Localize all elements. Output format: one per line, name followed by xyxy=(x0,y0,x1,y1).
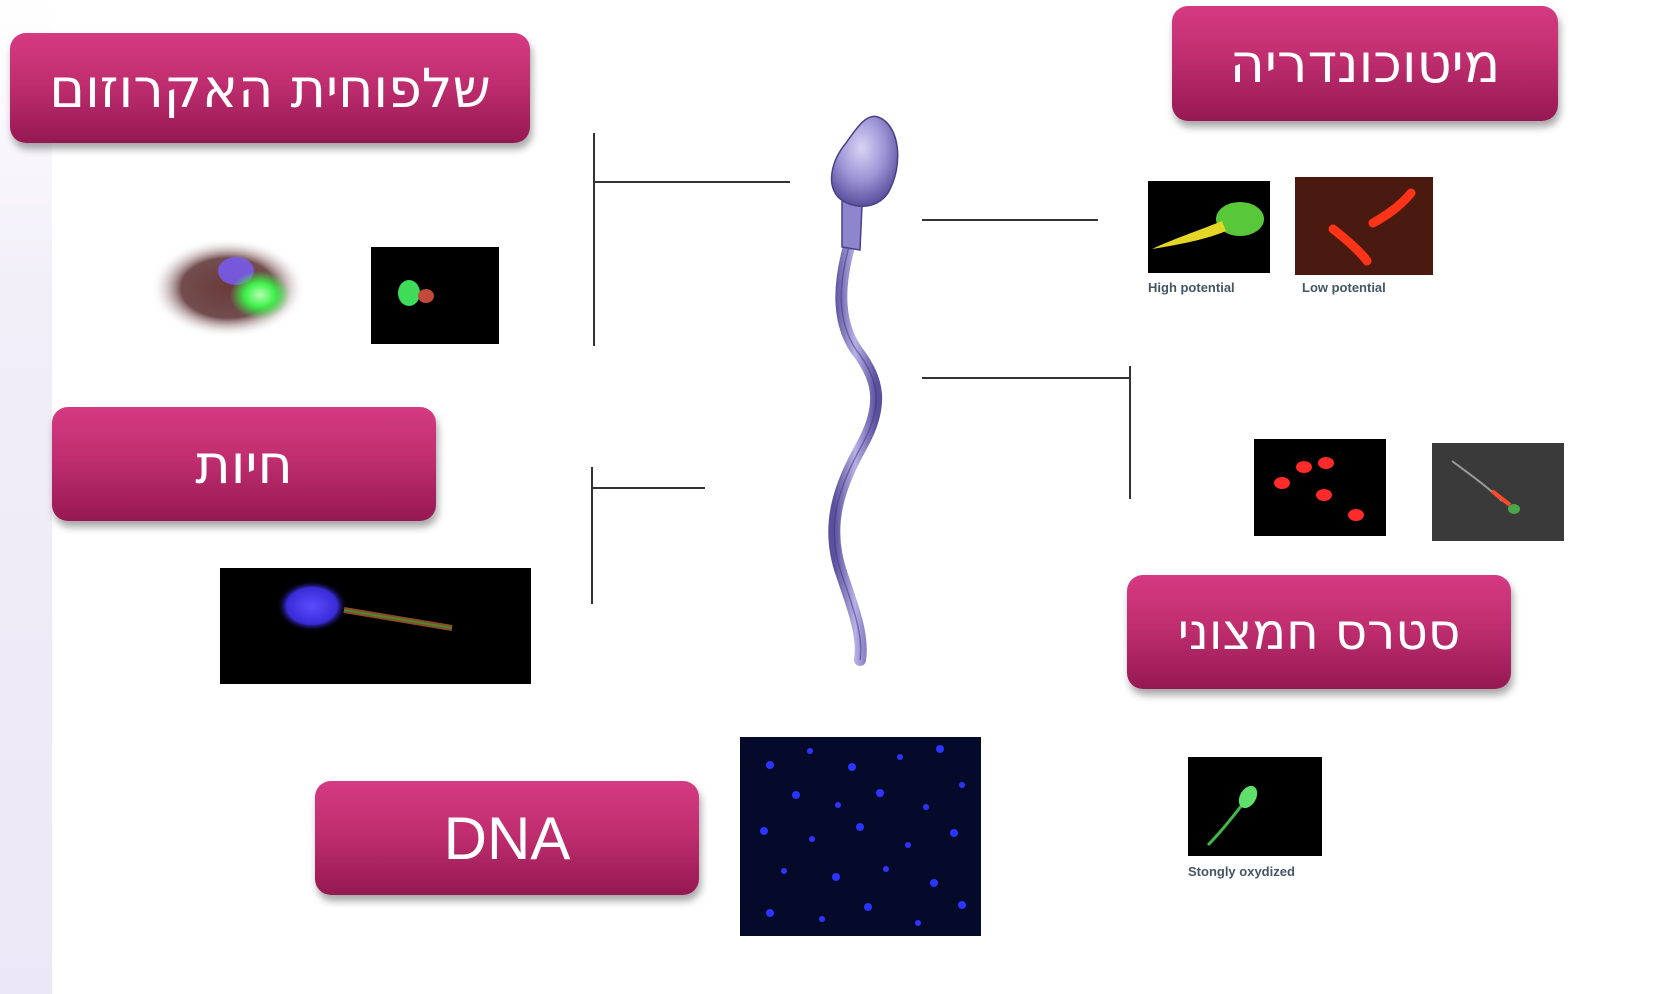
dna-micrograph xyxy=(740,737,981,936)
dna-label-text: DNA xyxy=(444,804,571,873)
high-potential-caption: High potential xyxy=(1148,280,1235,295)
low-potential-caption: Low potential xyxy=(1302,280,1386,295)
mitochondria-micrograph-low xyxy=(1295,177,1433,275)
mitochondria-label: מיטוכונדריה xyxy=(1172,6,1558,121)
viability-label: חיות xyxy=(52,407,436,521)
acrosome-label: שלפוחית האקרוזום xyxy=(10,33,530,143)
sperm-illustration xyxy=(780,105,940,675)
acrosome-micrograph-small xyxy=(371,247,499,344)
acrosome-connector-vertical xyxy=(593,133,595,346)
dna-label: DNA xyxy=(315,781,699,895)
oxidative-stress-label: סטרס חמצוני xyxy=(1127,575,1511,689)
viability-label-text: חיות xyxy=(195,433,293,496)
sperm-phase-micrograph xyxy=(1432,443,1564,541)
mitochondria-micrograph-high xyxy=(1148,181,1270,273)
oxidized-micrograph xyxy=(1188,757,1322,856)
oxidative-connector-horizontal xyxy=(922,377,1130,379)
red-nuclei-micrograph xyxy=(1254,439,1386,536)
acrosome-connector-horizontal xyxy=(593,181,790,183)
mitochondria-connector xyxy=(922,219,1098,221)
left-background-band xyxy=(0,0,52,994)
oxidative-connector-vertical xyxy=(1129,366,1131,499)
viability-micrograph xyxy=(220,568,531,684)
oxidative-stress-label-text: סטרס חמצוני xyxy=(1178,603,1461,661)
strongly-oxidized-caption: Stongly oxydized xyxy=(1188,864,1295,879)
acrosome-label-text: שלפוחית האקרוזום xyxy=(49,57,491,120)
viability-connector-horizontal xyxy=(591,487,705,489)
acrosome-micrograph-halo xyxy=(148,235,308,340)
mitochondria-label-text: מיטוכונדריה xyxy=(1230,32,1501,95)
